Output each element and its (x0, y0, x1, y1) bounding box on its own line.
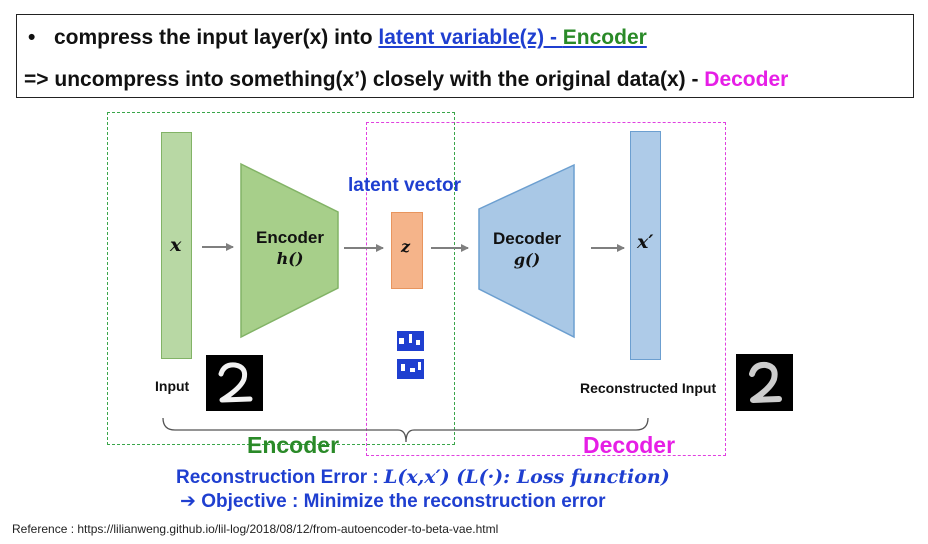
latent-code-glyph (397, 331, 424, 379)
objective-line: ➔ Objective : Minimize the reconstructio… (180, 491, 606, 512)
decoder-region-label: Decoder (583, 432, 676, 458)
encoder-function: h() (276, 249, 304, 268)
line1-prefix: compress the input layer(x) into (54, 26, 379, 49)
line1-link-text: latent variable(z) - (378, 26, 563, 49)
decoder-trapezoid (478, 163, 575, 339)
encoder-region-label: Encoder (247, 432, 340, 458)
header-line-1: • compress the input layer(x) into latent… (28, 26, 647, 50)
latent-symbol: z (401, 237, 411, 256)
input-layer-bar (161, 132, 192, 359)
encoder-region (107, 112, 455, 445)
digit-two-output (749, 361, 782, 403)
encoder-title: Encoder (255, 228, 325, 247)
decoder-function: g() (513, 250, 541, 269)
bullet: • (28, 26, 36, 49)
reconstruction-error-line: Reconstruction Error : L(x,x′) (L(·): Lo… (176, 466, 670, 489)
reconstruction-error-formula: L(x,x′) (383, 466, 450, 488)
line2-decoder-word: Decoder (704, 68, 789, 91)
reference-text: Reference : https://lilianweng.github.io… (12, 522, 499, 536)
bottom-brace (162, 417, 649, 443)
input-digit-image (206, 355, 263, 411)
reconstructed-input-label: Reconstructed Input (580, 380, 717, 396)
encoder-trapezoid (240, 162, 339, 339)
latent-vector-label: latent vector (348, 175, 461, 196)
header-line-2: => uncompress into something(x’) closely… (24, 68, 788, 92)
header-box (16, 14, 914, 98)
output-layer-bar (630, 131, 661, 360)
line1-encoder-word: Encoder (562, 26, 647, 49)
loss-function-note: (L(·): Loss function) (449, 466, 670, 488)
latent-variable-link[interactable]: latent variable(z) - Encoder (378, 26, 646, 49)
reconstruction-error-label: Reconstruction Error : (176, 467, 384, 488)
line2-prefix: => uncompress into something(x’) closely… (24, 68, 705, 91)
input-symbol: x (170, 234, 182, 256)
decoder-title: Decoder (492, 229, 562, 248)
input-label: Input (155, 378, 190, 394)
decoder-region (366, 122, 726, 456)
latent-vector-box (391, 212, 423, 289)
output-symbol: x′ (637, 231, 654, 253)
reconstructed-digit-image (736, 354, 793, 411)
digit-two-input (218, 362, 253, 403)
